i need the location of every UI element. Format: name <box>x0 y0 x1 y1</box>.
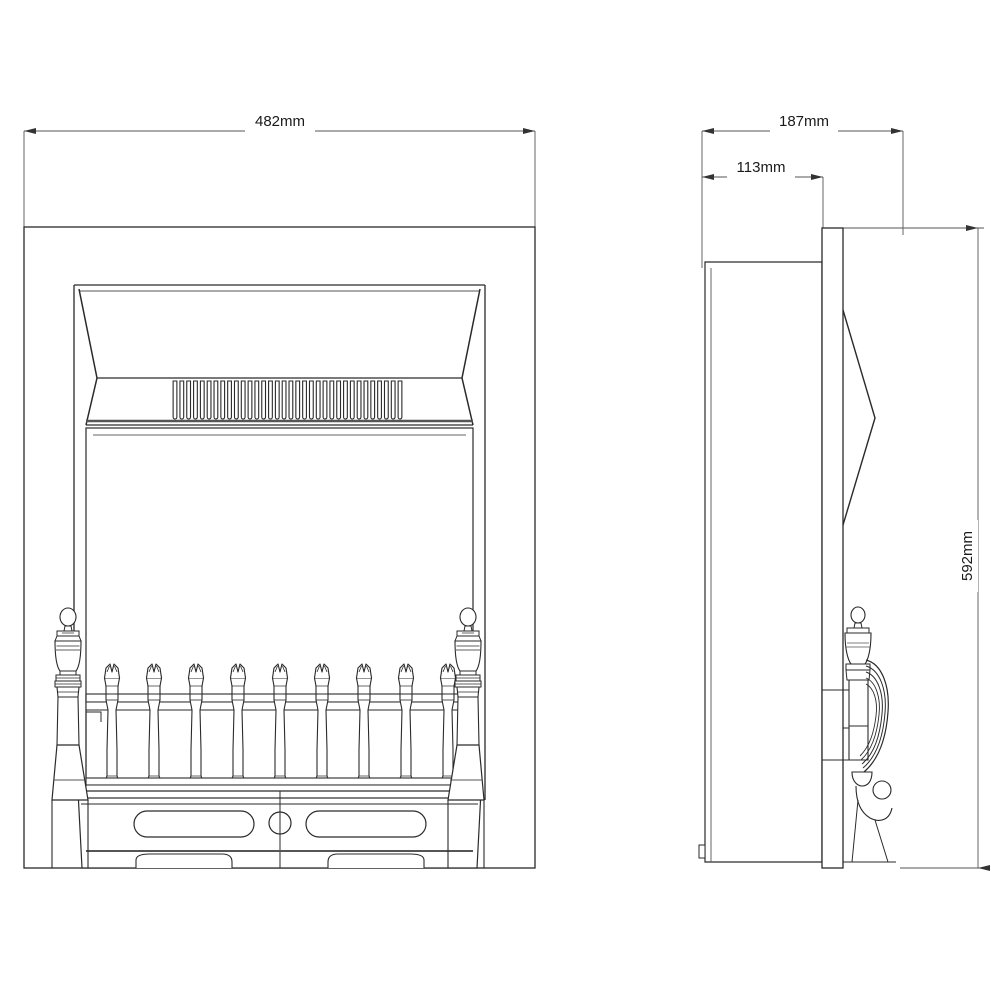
hood-fin <box>186 380 192 420</box>
hood-fin <box>274 380 280 420</box>
side-chevron-profile <box>842 309 876 526</box>
corner-finial-left <box>51 607 89 801</box>
hood-fin <box>193 380 198 420</box>
scroll-inner-2 <box>859 683 877 757</box>
hood-fin <box>254 380 260 420</box>
dim-label-inset-depth: 113mm <box>737 159 786 176</box>
side-finial-assembly <box>822 606 896 863</box>
hood-fin <box>220 380 226 420</box>
hood-fin <box>213 380 219 420</box>
hood-fin <box>240 380 246 420</box>
side-finial-ball <box>850 606 866 624</box>
side-finial-neck <box>853 622 863 629</box>
side-body-outline <box>704 261 823 863</box>
side-step-notch <box>843 727 850 742</box>
side-elevation-view <box>698 227 896 869</box>
dim-label-overall-width: 482mm <box>255 113 305 130</box>
base-panel-left <box>133 810 255 838</box>
side-finial-collar <box>846 627 870 634</box>
dimension-inset-depth: 113mm <box>702 158 824 232</box>
hood-fin <box>233 380 239 420</box>
dim-label-bg-height <box>958 520 978 592</box>
hood-fin <box>343 380 348 420</box>
side-finial-column <box>848 679 869 761</box>
base-foot-panel-right <box>327 853 425 868</box>
finial-right-base <box>447 744 485 801</box>
dim-label-overall-depth: 187mm <box>779 113 829 130</box>
hood-fin <box>383 380 389 420</box>
plinth-left-edges <box>51 800 89 868</box>
dimension-overall-depth: 187mm <box>701 112 904 268</box>
side-finial-urn <box>844 632 872 665</box>
grate-baluster-row <box>102 663 458 791</box>
hood-fin <box>295 380 301 420</box>
hood-fin <box>329 380 335 420</box>
hood-fin <box>390 380 396 420</box>
finial-left-base <box>51 744 89 801</box>
side-finial-base-collar <box>845 663 871 671</box>
scroll-outer-2 <box>862 665 886 769</box>
hood-fin <box>172 380 178 420</box>
hood-fin <box>227 380 232 420</box>
fret-bar-bottom <box>85 784 474 792</box>
plinth-right-edges <box>447 800 485 868</box>
hood-fin <box>247 380 253 420</box>
hood-fin <box>315 380 321 420</box>
side-foot-curve <box>855 785 893 821</box>
dim-label-overall-height: 592mm <box>959 531 976 581</box>
side-knob-ball <box>872 780 892 800</box>
grate-notch-left <box>86 711 102 722</box>
side-lower-knob <box>851 771 873 787</box>
side-scroll-bracket <box>859 659 889 773</box>
hood-fin <box>261 380 267 420</box>
base-panel-assembly <box>77 790 482 869</box>
grate-fret-bar <box>85 777 474 792</box>
side-front-slab <box>821 227 844 869</box>
hood-fin <box>349 380 355 420</box>
hood-fin-bank <box>172 380 403 420</box>
hood-fin <box>302 380 307 420</box>
side-foot-legs <box>851 799 889 863</box>
base-foot-panel-left <box>135 853 233 868</box>
front-pillar-plinths <box>51 800 485 868</box>
scroll-outer-3 <box>861 671 883 765</box>
dim-label-bg-width <box>245 112 315 132</box>
hood-fin <box>268 380 273 420</box>
scroll-outer-1 <box>863 659 889 773</box>
front-elevation-view <box>23 226 536 869</box>
hood-fin <box>363 380 369 420</box>
corner-finial-right <box>447 607 485 801</box>
dimension-overall-height: 592mm <box>843 225 990 871</box>
hood-fin <box>288 380 294 420</box>
hood-fin <box>206 380 212 420</box>
hood-fin <box>377 380 382 420</box>
dimension-overall-width: 482mm <box>23 112 536 232</box>
hood-fin <box>308 380 314 420</box>
hood-fin <box>322 380 328 420</box>
scroll-inner-1 <box>860 677 880 761</box>
hood-fin <box>356 380 362 420</box>
fret-bar-top <box>85 777 474 786</box>
hood-fin <box>199 380 205 420</box>
hood-fin <box>281 380 287 420</box>
dim-label-bg-inset <box>727 158 795 178</box>
hood-fin <box>179 380 185 420</box>
side-rear-lug <box>698 844 706 859</box>
dim-label-bg-depth <box>770 112 838 132</box>
hood-fin <box>370 380 376 420</box>
hood-fin <box>397 380 403 420</box>
hood-fin <box>336 380 342 420</box>
base-panel-right <box>305 810 427 838</box>
